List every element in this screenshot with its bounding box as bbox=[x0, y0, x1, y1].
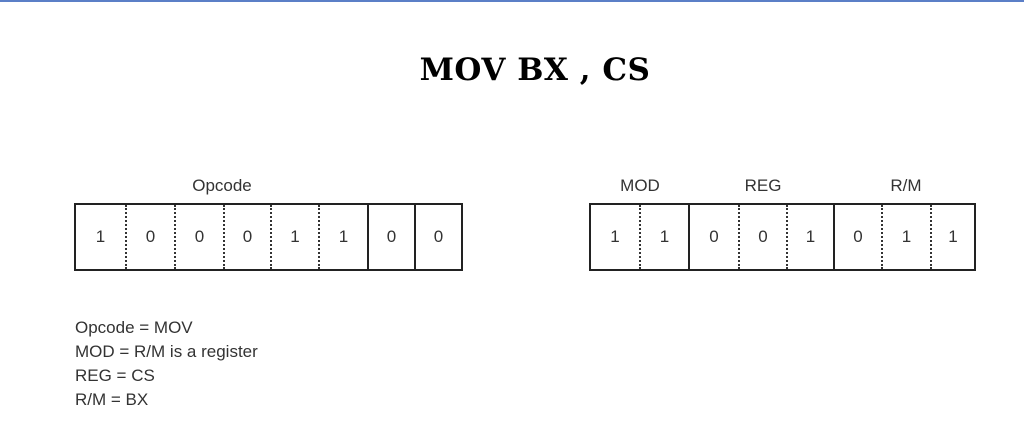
opcode-byte-box: 1 0 0 0 1 1 0 0 bbox=[74, 203, 463, 271]
mod-bit-1: 1 bbox=[591, 205, 641, 269]
opcode-bit-0: 0 bbox=[433, 227, 444, 246]
opcode-label: Opcode bbox=[192, 176, 252, 195]
modrm-byte-box: 1 1 0 0 1 0 1 1 bbox=[589, 203, 976, 271]
mod-bit-0: 1 bbox=[641, 205, 690, 269]
legend-item-opcode: Opcode = MOV bbox=[75, 318, 193, 337]
mod-label: MOD bbox=[620, 176, 660, 195]
reg-bit-0: 1 bbox=[788, 205, 835, 269]
rm-label: R/M bbox=[890, 176, 922, 195]
opcode-bit-7: 1 bbox=[76, 205, 127, 269]
top-rule bbox=[0, 0, 1024, 2]
page-title: MOV BX , CS bbox=[419, 52, 651, 88]
reg-bit-2: 0 bbox=[690, 205, 740, 269]
legend-item-mod: MOD = R/M is a register bbox=[75, 342, 258, 361]
reg-label: REG bbox=[744, 176, 782, 195]
opcode-bit-3: 1 bbox=[272, 205, 320, 269]
rm-bit-1: 1 bbox=[883, 205, 932, 269]
opcode-bit-1: 0 bbox=[369, 205, 416, 269]
legend-item-reg: REG = CS bbox=[75, 366, 155, 385]
reg-bit-1: 0 bbox=[740, 205, 788, 269]
rm-bit-2: 0 bbox=[835, 205, 883, 269]
rm-bit-0: 1 bbox=[948, 227, 958, 246]
opcode-bit-5: 0 bbox=[176, 205, 225, 269]
opcode-bit-6: 0 bbox=[127, 205, 176, 269]
opcode-bit-4: 0 bbox=[225, 205, 272, 269]
opcode-bit-2: 1 bbox=[320, 205, 369, 269]
legend: Opcode = MOV MOD = R/M is a register REG… bbox=[75, 316, 258, 412]
legend-item-rm: R/M = BX bbox=[75, 390, 149, 409]
